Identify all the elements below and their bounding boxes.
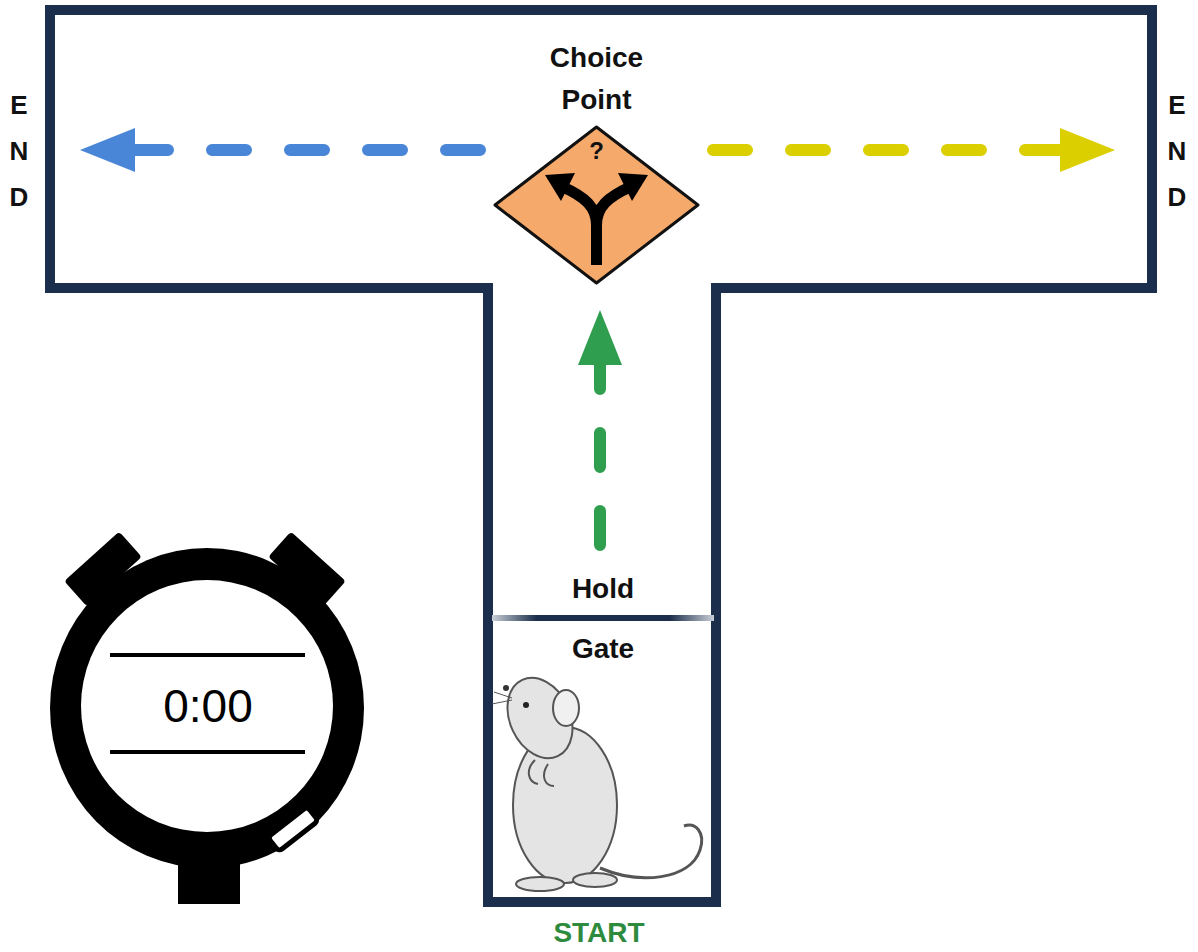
timer-display: 0:00 xyxy=(163,680,253,732)
choice-point-sign: Choice Point? xyxy=(493,125,700,285)
dashed-arrow xyxy=(713,128,1115,172)
hold-gate-area: HoldGate xyxy=(492,570,714,668)
maze-wall xyxy=(50,10,1152,902)
rat-drawing xyxy=(492,667,702,891)
gate-heading: Gate xyxy=(492,634,714,664)
end-text: E N D xyxy=(1168,82,1187,220)
hold-gate xyxy=(492,615,714,621)
dashed-arrow xyxy=(80,128,480,172)
stopwatch xyxy=(50,532,364,904)
dashed-arrow xyxy=(578,310,622,545)
start-label: START xyxy=(553,918,644,948)
end-text: E N D xyxy=(10,82,29,220)
end-marker: E N D xyxy=(1160,82,1194,220)
question-mark: ? xyxy=(493,137,700,165)
choice-heading: Choice Point xyxy=(550,37,643,121)
end-marker: E N D xyxy=(2,82,36,220)
gate-heading: Hold xyxy=(492,574,714,604)
